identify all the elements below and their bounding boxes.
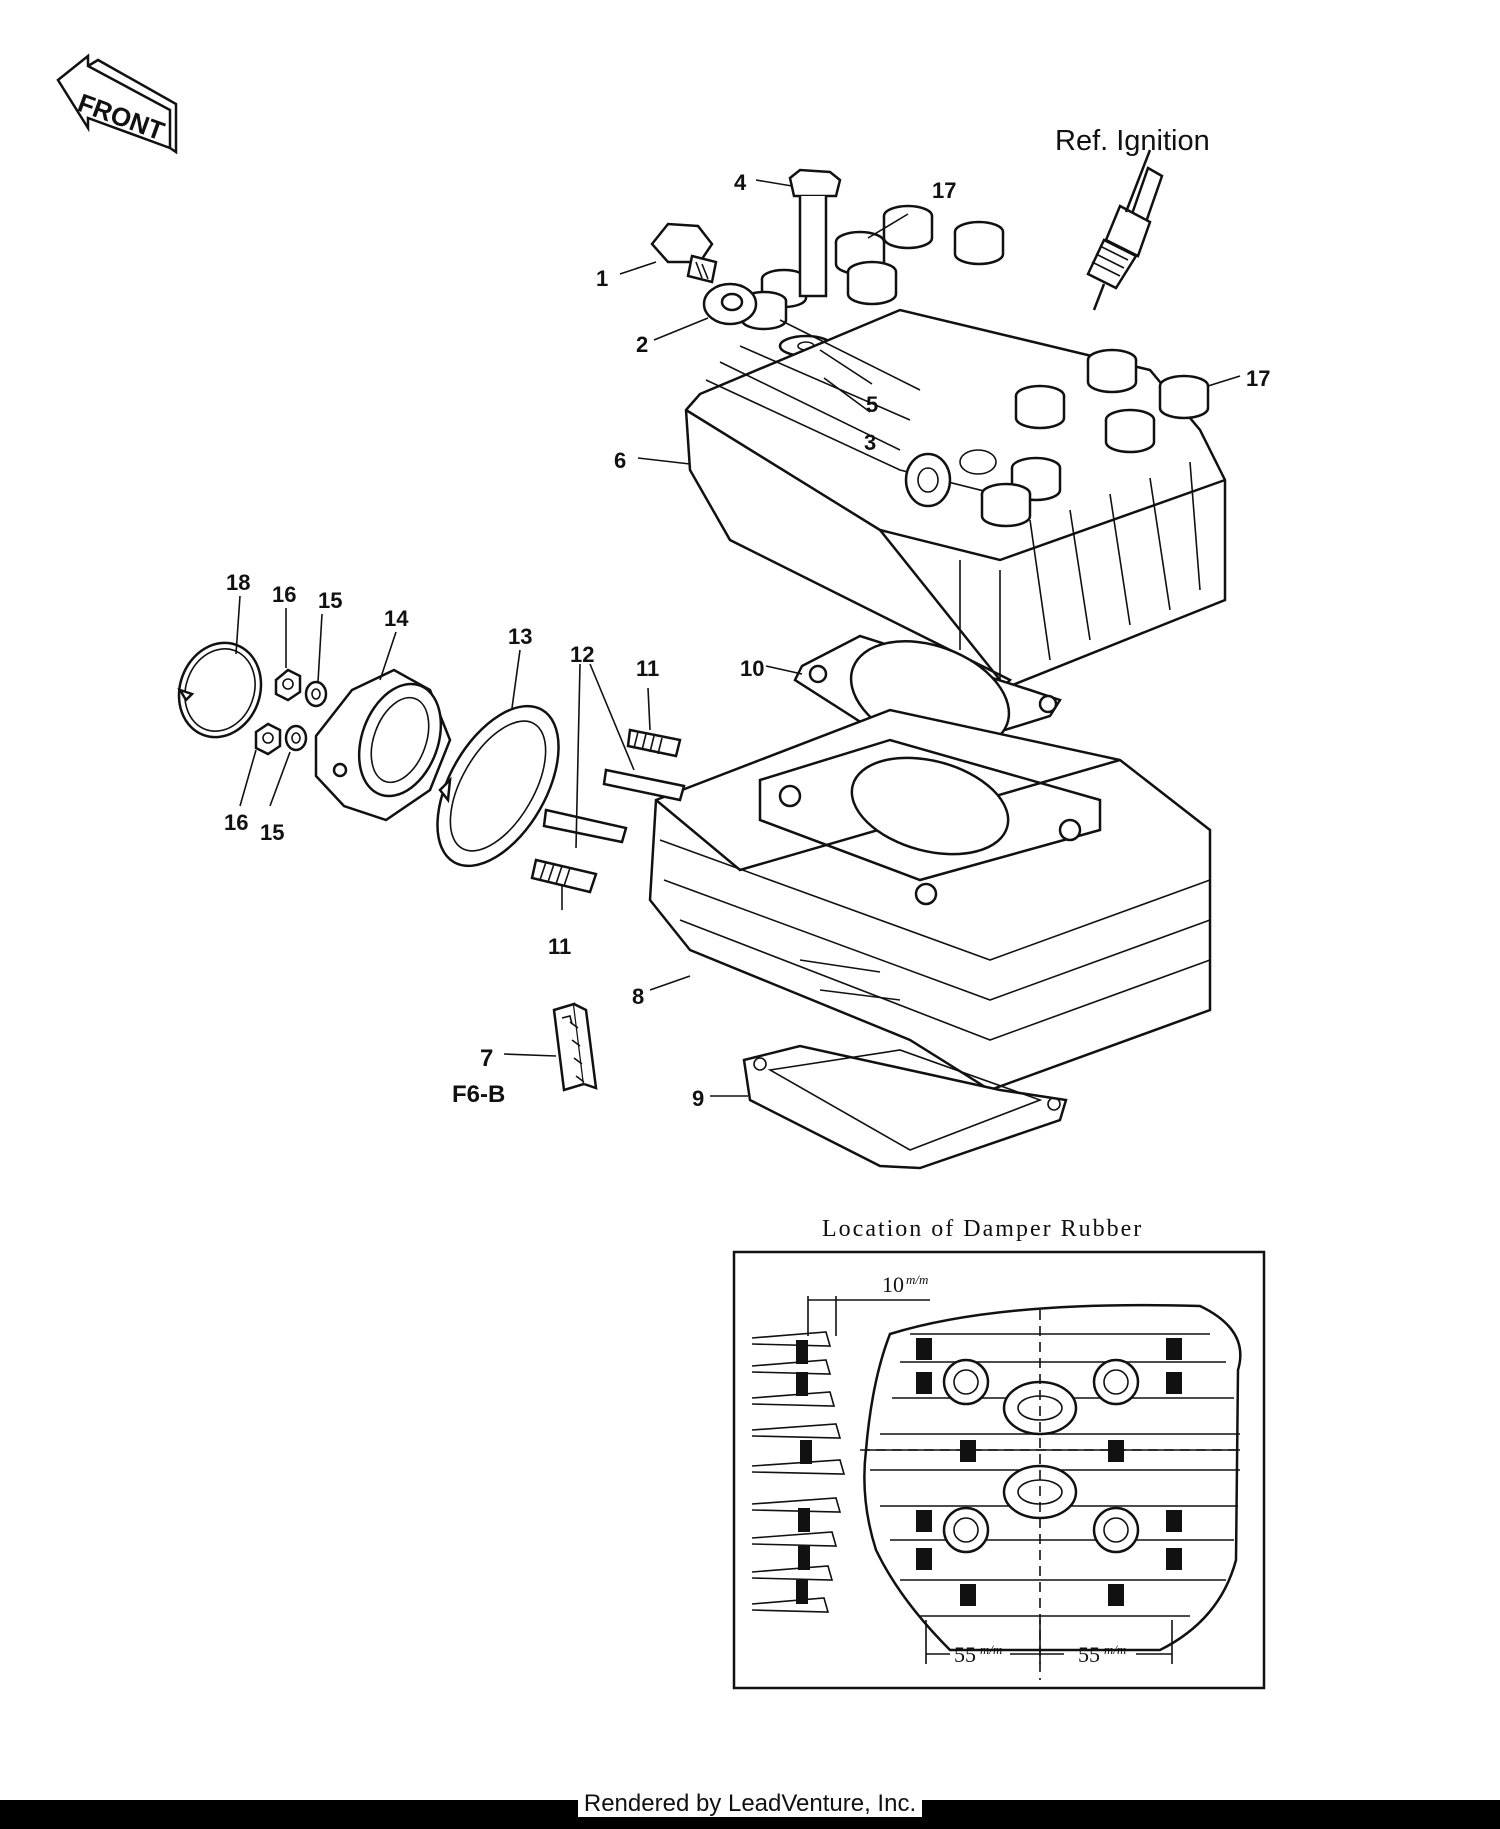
damper-location-inset: 10 m/m 55 m/m 55 m/m [732, 1250, 1266, 1690]
label-17-right: 17 [1246, 366, 1270, 391]
label-9: 9 [692, 1086, 704, 1111]
label-8: 8 [632, 984, 644, 1009]
intake-gasket [436, 704, 560, 868]
label-18: 18 [226, 570, 250, 595]
front-label: FRONT [74, 87, 169, 146]
base-gasket [742, 1044, 1068, 1170]
washer-2 [702, 282, 758, 326]
label-2: 2 [636, 332, 648, 357]
dim-left-value: 55 [954, 1642, 976, 1667]
dim-right-value: 55 [1078, 1642, 1100, 1667]
dim-top-unit: m/m [906, 1272, 928, 1287]
label-1: 1 [596, 266, 608, 291]
label-16-bottom: 16 [224, 810, 248, 835]
damper-rubbers-top [740, 204, 1005, 331]
label-15-bottom: 15 [260, 820, 284, 845]
crossref-label: F6-B [452, 1081, 505, 1108]
small-bolt [650, 222, 718, 284]
footer-credit-text: Rendered by LeadVenture, Inc. [577, 1790, 923, 1817]
front-arrow: FRONT [56, 53, 178, 155]
spark-plug [1086, 149, 1164, 311]
dim-left-unit: m/m [980, 1642, 1002, 1657]
label-14: 14 [384, 606, 409, 631]
label-3: 3 [864, 430, 876, 455]
label-4: 4 [734, 170, 747, 195]
label-16-top: 16 [272, 582, 296, 607]
footer-credit: Rendered by LeadVenture, Inc. [0, 1790, 1500, 1818]
label-17-top: 17 [932, 178, 956, 203]
studs [530, 728, 686, 894]
label-13: 13 [508, 624, 532, 649]
damper-bracket [552, 1002, 598, 1092]
cylinder-block [648, 708, 1212, 1092]
nuts-washers [254, 668, 328, 756]
leader-lines [235, 179, 1241, 1097]
head-bolt [788, 168, 842, 298]
label-7: 7 [480, 1045, 493, 1072]
label-5: 5 [866, 392, 878, 417]
inset-title: Location of Damper Rubber [822, 1216, 1143, 1242]
dim-right-unit: m/m [1104, 1642, 1126, 1657]
intake-manifold [314, 668, 452, 822]
dim-top-value: 10 [882, 1272, 904, 1297]
label-6: 6 [614, 448, 626, 473]
ref-ignition-label: Ref. Ignition [1055, 125, 1210, 157]
label-10: 10 [740, 656, 764, 681]
label-12: 12 [570, 642, 594, 667]
label-11-bottom: 11 [548, 934, 571, 959]
label-11-top: 11 [636, 656, 659, 681]
label-15-top: 15 [318, 588, 342, 613]
cylinder-head [684, 308, 1227, 692]
